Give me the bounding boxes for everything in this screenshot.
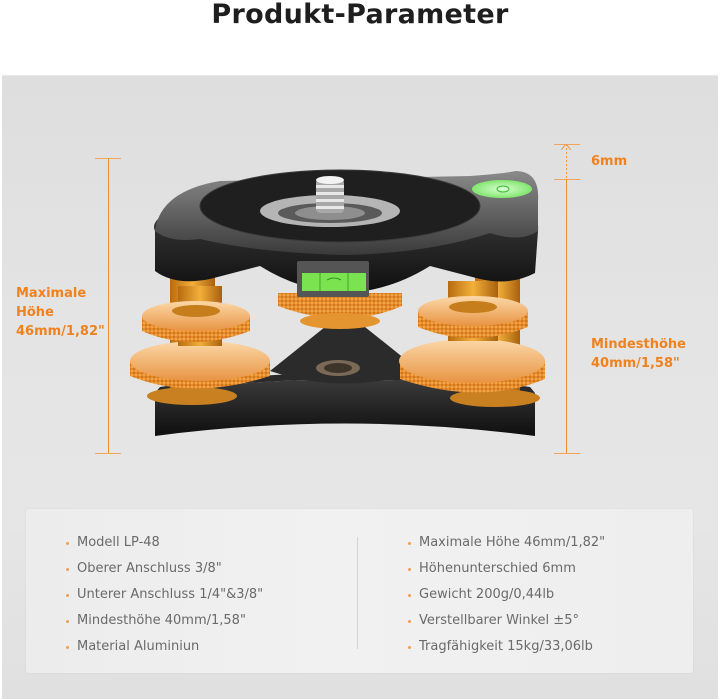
spec-item: Mindesthöhe 40mm/1,58" [66,608,263,634]
page-title: Produkt-Parameter [211,0,509,30]
leveling-base-image [130,169,545,436]
spec-item: Maximale Höhe 46mm/1,82" [408,530,605,556]
spec-item: Oberer Anschluss 3/8" [66,556,263,582]
height-diff-top-tick [554,144,580,145]
bullet-icon [66,593,69,597]
max-height-bottom-tick [95,453,121,454]
min-height-bottom-tick [554,453,580,454]
arrow-up-icon [561,144,571,150]
bullet-icon [66,567,69,571]
spec-list-left: Modell LP-48 Oberer Anschluss 3/8" Unter… [66,530,263,660]
spec-card: Modell LP-48 Oberer Anschluss 3/8" Unter… [26,509,693,673]
bullet-icon [408,567,411,571]
bullet-icon [66,541,69,545]
height-diff-line [566,144,567,179]
max-height-label: Maximale Höhe 46mm/1,82" [16,286,105,339]
bullet-icon [408,619,411,623]
spec-item: Höhenunterschied 6mm [408,556,605,582]
bullet-icon [408,541,411,545]
bullet-icon [408,645,411,649]
min-height-label: Mindesthöhe 40mm/1,58" [591,337,686,371]
height-diff-label: 6mm [591,154,628,169]
spec-item: Tragfähigkeit 15kg/33,06lb [408,634,605,660]
spec-item: Gewicht 200g/0,44lb [408,582,605,608]
spec-item: Unterer Anschluss 1/4"&3/8" [66,582,263,608]
spec-item: Modell LP-48 [66,530,263,556]
spec-list-right: Maximale Höhe 46mm/1,82" Höhenunterschie… [408,530,605,660]
max-height-line [108,158,109,453]
spec-item: Verstellbarer Winkel ±5° [408,608,605,634]
height-diff-bottom-tick [554,179,580,180]
column-divider [357,537,358,649]
bullet-icon [66,645,69,649]
bullet-icon [408,593,411,597]
min-height-line [566,179,567,453]
spec-item: Material Aluminiun [66,634,263,660]
product-panel: Maximale Höhe 46mm/1,82" 6mm Mindesthöhe… [2,75,718,699]
bullet-icon [66,619,69,623]
